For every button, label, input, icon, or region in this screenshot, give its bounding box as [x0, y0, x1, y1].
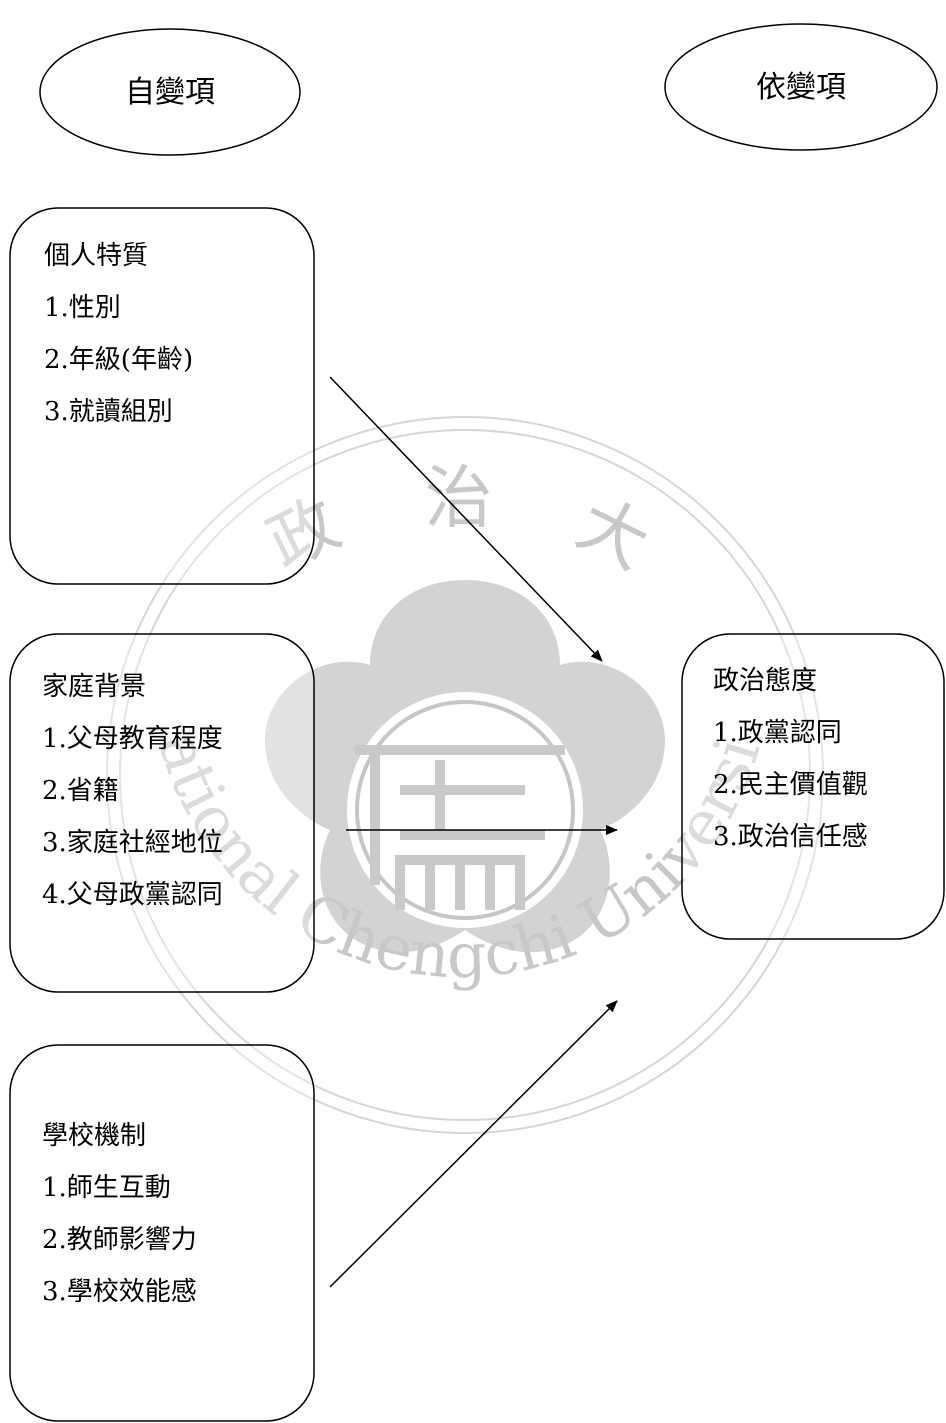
- watermark-inner-ring: [119, 429, 811, 1121]
- school-mechanism-item: 1.師生互動: [42, 1173, 171, 1203]
- school-mechanism-item: 2.教師影響力: [42, 1225, 197, 1255]
- arrow-school-to-attitude: [329, 1000, 618, 1288]
- personal-traits-text: 個人特質 1.性別 2.年級(年齡) 3.就讀組別: [44, 230, 193, 438]
- watermark-center-ring: [355, 700, 575, 920]
- dependent-variable-label: 依變項: [756, 70, 846, 105]
- personal-traits-item: 2.年級(年齡): [44, 345, 194, 375]
- watermark-center-emblem: [355, 745, 565, 910]
- political-attitude-text: 政治態度 1.政黨認同 2.民主價值觀 3.政治信任感: [713, 655, 868, 863]
- family-background-text: 家庭背景 1.父母教育程度 2.省籍 3.家庭社經地位 4.父母政黨認同: [42, 661, 223, 921]
- family-background-item: 2.省籍: [42, 776, 119, 806]
- personal-traits-item: 1.性別: [44, 293, 121, 323]
- dependent-variable-ellipse: [664, 23, 938, 151]
- personal-traits-box: [9, 207, 315, 585]
- school-mechanism-item: 3.學校效能感: [42, 1277, 197, 1307]
- family-background-item: 4.父母政黨認同: [42, 880, 223, 910]
- school-mechanism-title: 學校機制: [42, 1121, 147, 1151]
- watermark-outer-ring: [106, 416, 824, 1134]
- political-attitude-item: 2.民主價值觀: [713, 770, 868, 800]
- political-attitude-title: 政治態度: [713, 666, 818, 696]
- school-mechanism-box: [9, 1044, 315, 1422]
- independent-variable-label: 自變項: [125, 75, 215, 110]
- political-attitude-box: [681, 633, 945, 940]
- school-mechanism-text: 學校機制 1.師生互動 2.教師影響力 3.學校效能感: [42, 1110, 197, 1318]
- political-attitude-item: 3.政治信任感: [713, 822, 868, 852]
- personal-traits-title: 個人特質: [44, 241, 149, 271]
- family-background-box: [9, 633, 315, 993]
- political-attitude-item: 1.政黨認同: [713, 718, 842, 748]
- arrow-personal-to-attitude: [329, 376, 603, 662]
- family-background-item: 1.父母教育程度: [42, 724, 223, 754]
- family-background-title: 家庭背景: [42, 672, 147, 702]
- family-background-item: 3.家庭社經地位: [42, 828, 223, 858]
- independent-variable-ellipse: [39, 28, 301, 156]
- personal-traits-item: 3.就讀組別: [44, 397, 173, 427]
